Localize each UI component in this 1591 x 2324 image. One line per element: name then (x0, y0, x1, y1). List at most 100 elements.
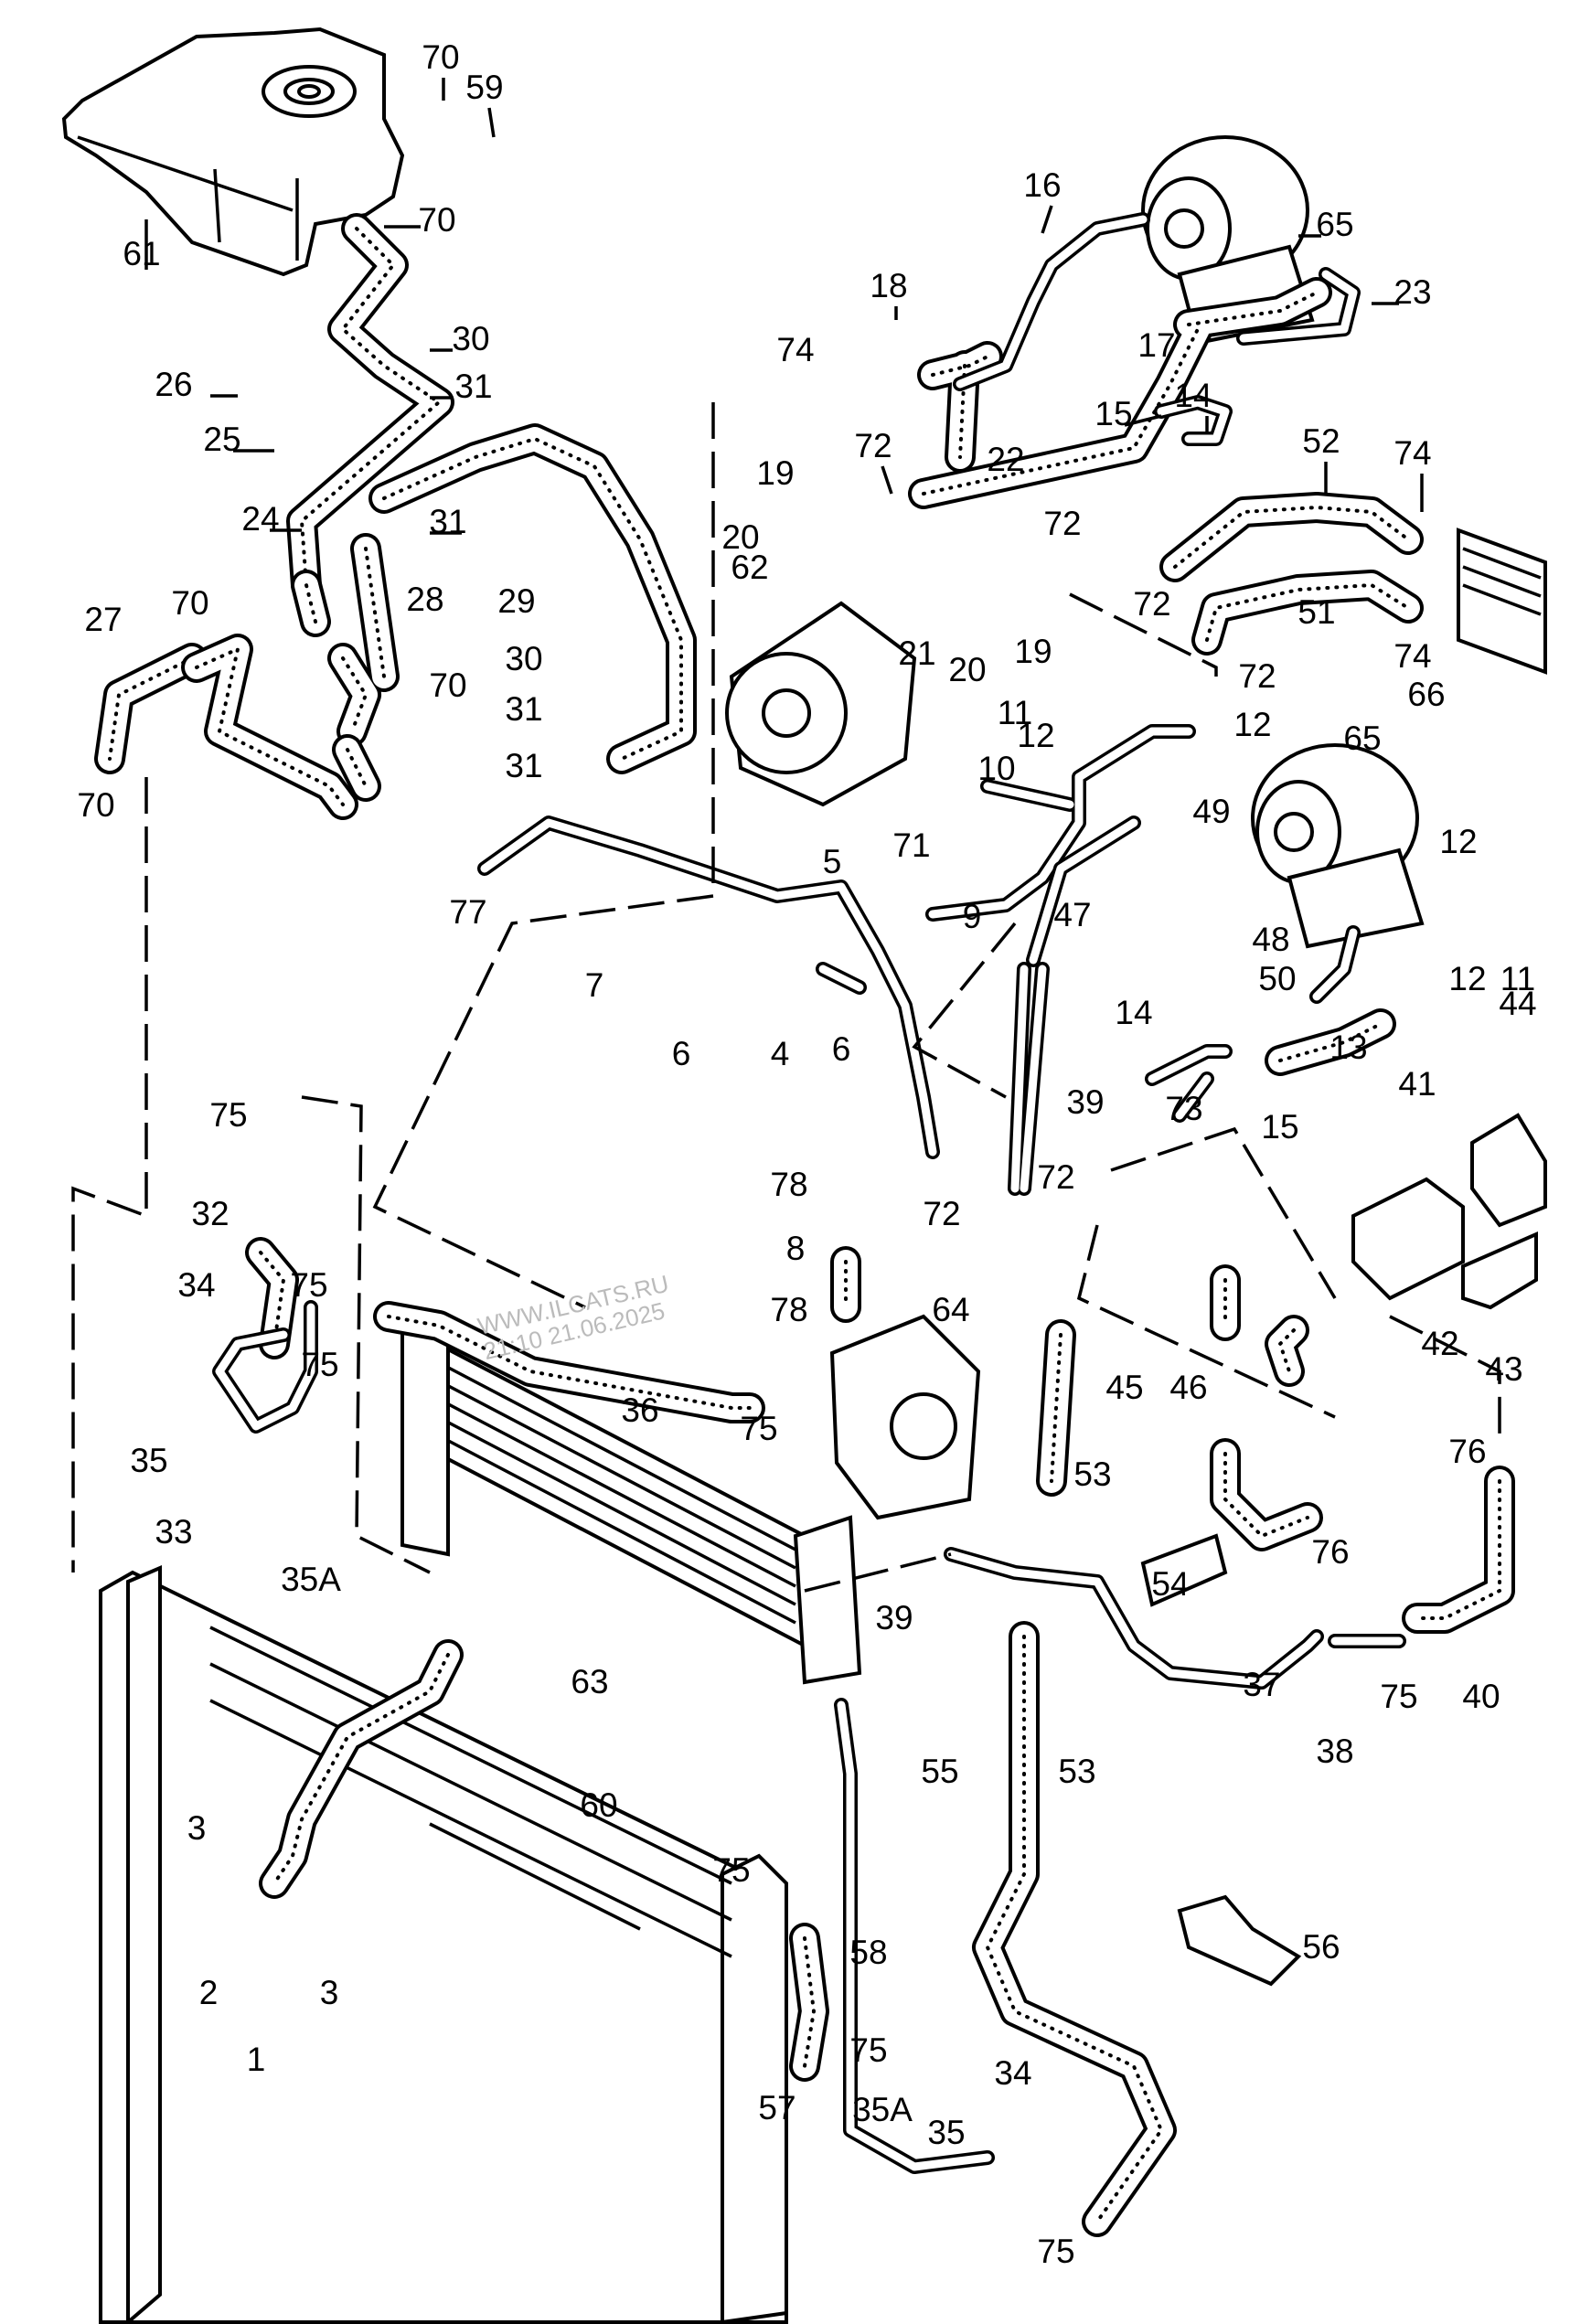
callout-34: 34 (177, 1266, 215, 1304)
callout-72: 72 (854, 427, 892, 464)
pipe-segment (1010, 818, 1138, 1193)
callout-7: 7 (585, 966, 604, 1004)
callout-65: 65 (1343, 720, 1381, 757)
callout-10: 10 (977, 750, 1015, 787)
callout-78: 78 (770, 1291, 807, 1328)
callout-73: 73 (1165, 1090, 1202, 1127)
callout-24: 24 (241, 500, 279, 538)
callout-12: 12 (1439, 823, 1477, 860)
callout-39: 39 (875, 1599, 913, 1636)
callout-63: 63 (571, 1663, 608, 1700)
callout-65: 65 (1316, 206, 1353, 243)
callout-70: 70 (422, 38, 459, 76)
callout-11: 11 (1500, 960, 1535, 997)
callout-9: 9 (963, 898, 982, 935)
callout-45: 45 (1105, 1369, 1143, 1406)
callout-30: 30 (505, 640, 542, 677)
hose-segment (382, 436, 683, 761)
callout-62: 62 (731, 549, 768, 586)
callout-53: 53 (1073, 1455, 1111, 1493)
callout-55: 55 (921, 1753, 958, 1790)
callout-38: 38 (1316, 1732, 1353, 1770)
callout-42: 42 (1421, 1325, 1458, 1362)
callout-75: 75 (740, 1410, 777, 1447)
hose-segment (341, 547, 386, 733)
hose-segment (1205, 582, 1410, 642)
callout-23: 23 (1393, 273, 1431, 311)
callout-72: 72 (1238, 657, 1276, 695)
callout-56: 56 (1302, 1928, 1340, 1966)
callout-12: 12 (1233, 706, 1271, 743)
assembly-lines (71, 402, 1501, 1593)
watermark: WWW.ILCATS.RU 21:10 21.06.2025 (475, 1270, 672, 1365)
callout-21: 21 (898, 634, 935, 672)
callout-12: 12 (1017, 717, 1054, 754)
callout-75: 75 (1037, 2233, 1074, 2270)
pipe-segment (215, 1303, 315, 1431)
callout-71: 71 (892, 826, 930, 864)
callout-72: 72 (923, 1195, 960, 1232)
hose-segment (1213, 1268, 1306, 1383)
callout-31: 31 (429, 503, 466, 540)
callout-70: 70 (418, 201, 455, 239)
callout-17: 17 (1137, 326, 1175, 364)
callout-51: 51 (1297, 593, 1335, 631)
pipe-segment (818, 965, 864, 992)
pipe-segment (1312, 928, 1358, 1001)
clip-54 (1140, 1533, 1228, 1607)
callout-61: 61 (123, 235, 160, 272)
callout-19: 19 (1014, 633, 1052, 670)
callout-4: 4 (771, 1035, 790, 1072)
hose-segment (259, 1251, 286, 1346)
callout-14: 14 (1174, 377, 1212, 414)
callout-72: 72 (1133, 585, 1170, 623)
bracket-42 (1461, 1231, 1538, 1310)
hose-segment (272, 1653, 450, 1885)
hose-segment (985, 1635, 1164, 2223)
callout-76: 76 (1448, 1433, 1486, 1470)
callout-11: 11 (998, 694, 1032, 731)
turbocharger-bottom (1251, 743, 1425, 949)
pipe-segment (928, 727, 1193, 919)
callout-3: 3 (187, 1809, 207, 1847)
callout-52: 52 (1302, 422, 1340, 460)
callout-36: 36 (621, 1391, 658, 1429)
callout-75: 75 (1380, 1678, 1417, 1715)
callout-66: 66 (1407, 676, 1445, 713)
callout-70: 70 (171, 584, 208, 622)
pipe-segment (1157, 398, 1230, 443)
callout-75: 75 (301, 1346, 338, 1383)
callout-13: 13 (1329, 1029, 1367, 1066)
callout-74: 74 (1393, 434, 1431, 472)
hose-segment (803, 1936, 817, 2068)
callout-34: 34 (994, 2054, 1031, 2092)
callout-15: 15 (1261, 1108, 1298, 1146)
callout-50: 50 (1258, 960, 1296, 997)
callout-6: 6 (672, 1035, 691, 1072)
callout-20: 20 (721, 518, 759, 556)
hose-segment (195, 645, 345, 806)
hose-segment (1050, 1333, 1062, 1483)
callout-35A: 35A (281, 1561, 341, 1598)
callout-47: 47 (1053, 896, 1091, 933)
callout-29: 29 (497, 582, 535, 620)
callout-25: 25 (203, 421, 240, 458)
hose-segment (1163, 496, 1420, 579)
callout-2: 2 (199, 1974, 219, 2011)
callout-48: 48 (1252, 921, 1289, 958)
callout-44: 44 (1499, 985, 1536, 1022)
cap-44 (1470, 1113, 1547, 1228)
callout-41: 41 (1398, 1065, 1436, 1103)
pipe-segment (480, 818, 937, 1157)
hose-segment (377, 1305, 762, 1420)
callout-70: 70 (429, 666, 466, 704)
callout-22: 22 (987, 441, 1024, 478)
callout-76: 76 (1311, 1533, 1349, 1571)
callout-35: 35 (130, 1442, 167, 1479)
callout-75: 75 (849, 2031, 887, 2069)
callout-72: 72 (1037, 1158, 1074, 1196)
callout-16: 16 (1023, 166, 1061, 204)
callout-12: 12 (1448, 960, 1486, 997)
